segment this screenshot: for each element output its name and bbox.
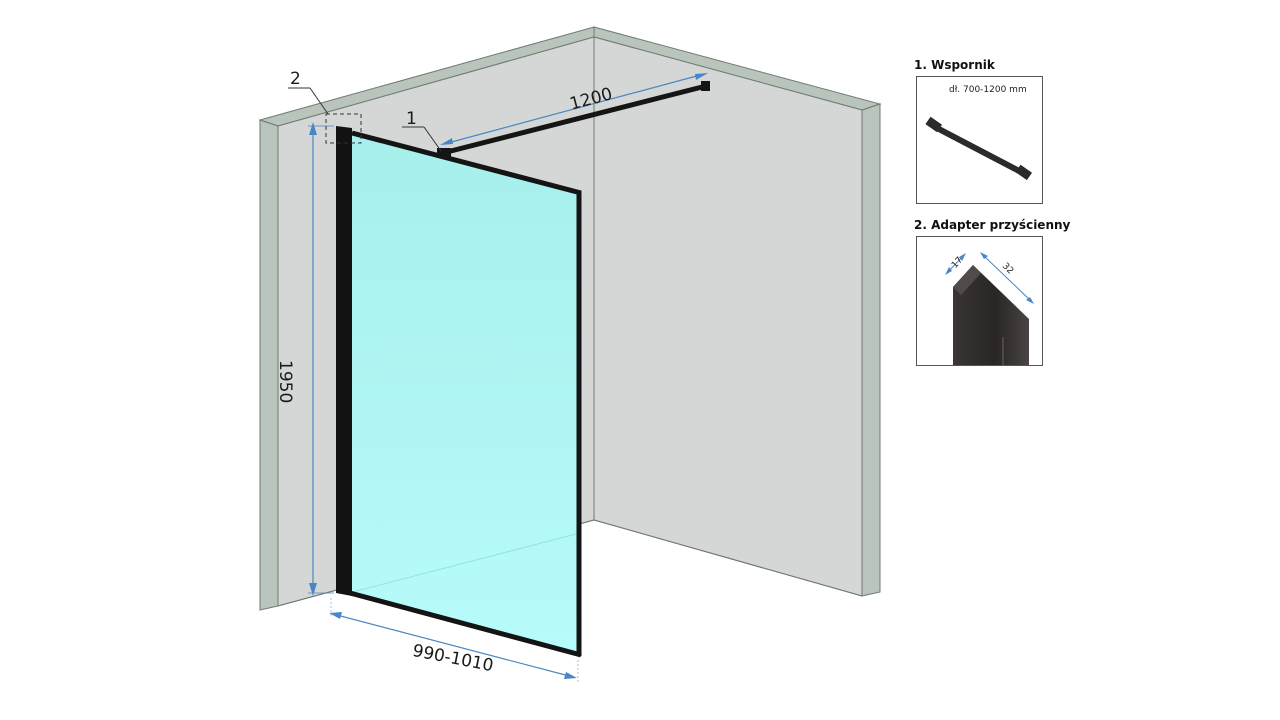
- dimension-line-990-1010: [332, 613, 574, 678]
- dimension-line-1200: [443, 73, 705, 145]
- support-bracket: [437, 81, 710, 158]
- callout-1-label: 1: [406, 109, 417, 129]
- dimension-label-990-1010: 990-1010: [411, 641, 495, 676]
- arrow-1200-start: [440, 138, 453, 145]
- callout-2-detail-box: [325, 113, 362, 144]
- bracket-detail-rod: [933, 124, 1025, 176]
- frame-bottom: [349, 590, 582, 658]
- right-wall-face: [593, 36, 863, 597]
- arrow-17-start: [945, 267, 952, 275]
- callout-2-leader: [309, 87, 329, 115]
- arrow-32-end: [1026, 297, 1034, 304]
- detail-1-panel: dł. 700-1200 mm: [916, 76, 1043, 204]
- right-wall-side-edge: [861, 103, 881, 597]
- bracket-wall-mount: [701, 81, 710, 91]
- glass-panel: [336, 126, 582, 658]
- callout-1-leader: [423, 126, 442, 152]
- arrow-990-end: [564, 672, 577, 679]
- wall-profile: [336, 126, 352, 596]
- dimension-line-32: [982, 254, 1032, 302]
- frame-top: [351, 130, 582, 196]
- dimension-height: 1950: [275, 122, 334, 596]
- arrow-1950-start: [309, 122, 317, 135]
- arrow-1950-end: [309, 583, 317, 596]
- dimension-label-32: 32: [1000, 261, 1015, 276]
- arrow-17-end: [959, 253, 966, 261]
- glass-floor-reflection: [344, 532, 581, 595]
- adapter-detail-illustration: 17 32: [945, 252, 1034, 365]
- adapter-profile-top: [953, 265, 981, 295]
- adapter-profile-body: [953, 265, 1029, 365]
- floor-corner-line-right: [593, 519, 863, 597]
- bracket-arm: [442, 83, 707, 156]
- arrow-990-start: [329, 612, 342, 619]
- callout-1: 1: [402, 109, 442, 152]
- callout-2-label: 2: [290, 69, 301, 89]
- bracket-glass-clamp: [437, 148, 451, 158]
- detail-1-title: 1. Wspornik: [914, 58, 995, 72]
- bracket-detail-end-right: [1015, 164, 1033, 181]
- bracket-detail-illustration: [925, 116, 1033, 181]
- dimension-label-1950: 1950: [275, 360, 295, 403]
- detail-2-title: 2. Adapter przyścienny: [914, 218, 1071, 232]
- detail-1-note: dł. 700-1200 mm: [949, 85, 1027, 95]
- glass-surface: [345, 131, 580, 657]
- callout-2: 2: [288, 69, 362, 144]
- arrow-32-start: [980, 252, 988, 259]
- arrow-1200-end: [695, 73, 708, 80]
- detail-2-panel: 17 32: [916, 236, 1043, 366]
